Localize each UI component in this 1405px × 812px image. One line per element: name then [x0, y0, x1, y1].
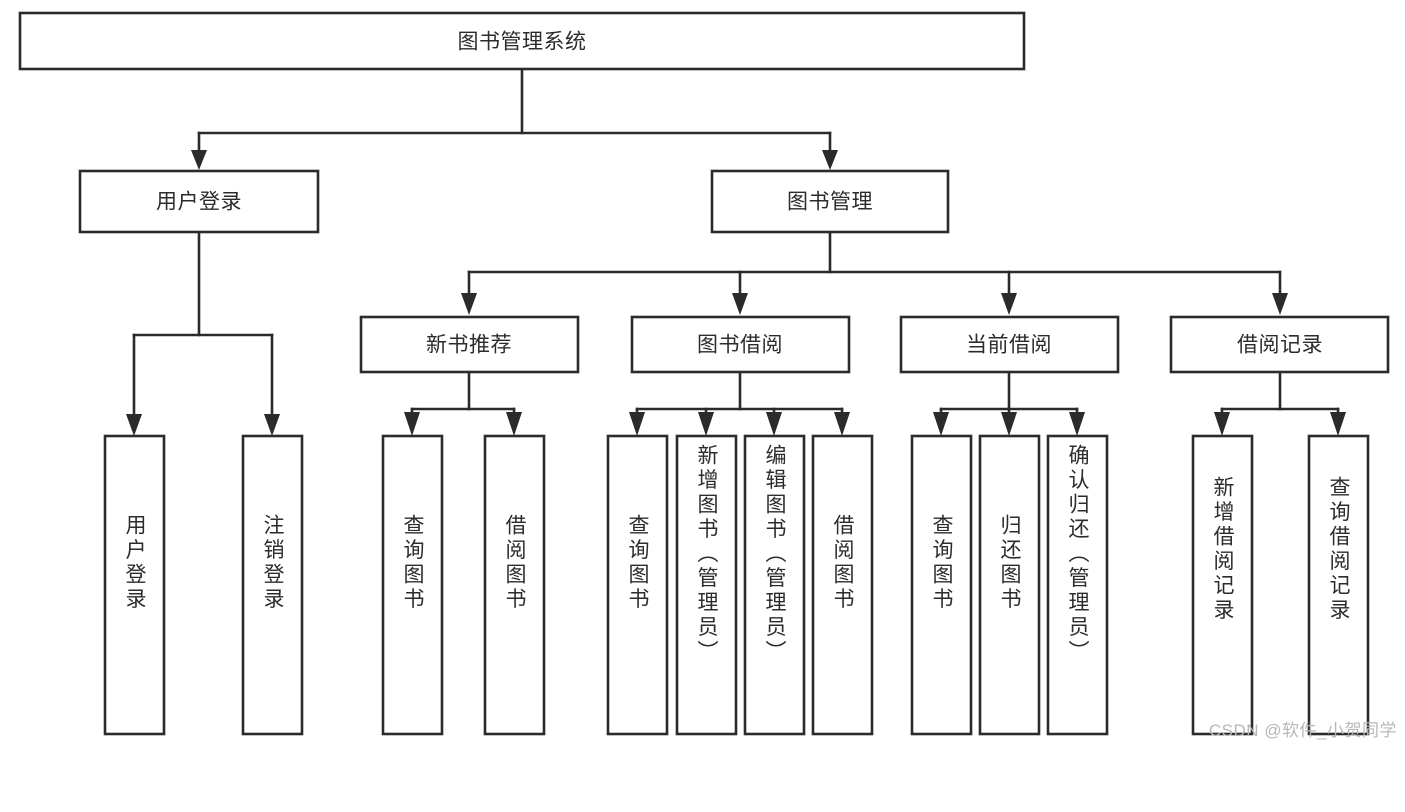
arrowhead-br-leaf-1	[1214, 412, 1230, 436]
leaf-box-nbr-2[interactable]	[483, 434, 546, 736]
node-box-book-borrow[interactable]	[630, 315, 851, 374]
node-box-book-manage[interactable]	[710, 169, 950, 234]
connector-group-book-borrow	[629, 370, 850, 436]
connector-group-root	[191, 67, 838, 170]
arrowhead-book-borrow	[732, 293, 748, 315]
connector-group-current-borrow	[933, 370, 1085, 436]
node-label-new-book-recommend: 新书推荐	[426, 334, 512, 357]
node-label-current-borrow: 当前借阅	[966, 334, 1052, 357]
arrowhead-current-borrow	[1001, 293, 1017, 315]
node-box-new-book-recommend[interactable]	[359, 315, 580, 374]
arrowhead-leaf-user-login-1	[126, 414, 142, 436]
arrowhead-cb-leaf-2	[1001, 412, 1017, 436]
arrowhead-new-book-recommend	[461, 293, 477, 315]
connector-group-borrow-record	[1214, 370, 1346, 436]
node-box-current-borrow[interactable]	[899, 315, 1120, 374]
node-box-user-login[interactable]	[78, 169, 320, 234]
arrowhead-bb-leaf-3	[766, 412, 782, 436]
node-label-root: 图书管理系统	[458, 31, 587, 54]
leaf-box-br-2[interactable]	[1307, 434, 1370, 736]
leaf-box-bb-2[interactable]	[675, 434, 738, 736]
watermark-text: CSDN @软件_小贺同学	[1208, 721, 1397, 740]
node-label-book-borrow: 图书借阅	[697, 334, 783, 357]
leaf-box-bb-3[interactable]	[743, 434, 806, 736]
leaf-box-cb-3[interactable]	[1046, 434, 1109, 736]
arrowhead-bb-leaf-1	[629, 412, 645, 436]
connector-group-user-login	[126, 230, 280, 436]
arrowhead-nbr-leaf-1	[404, 412, 420, 436]
node-box-root[interactable]	[18, 11, 1026, 71]
leaf-box-br-1[interactable]	[1191, 434, 1254, 736]
node-label-borrow-record: 借阅记录	[1237, 334, 1323, 357]
arrowhead-nbr-leaf-2	[506, 412, 522, 436]
arrowhead-leaf-user-login-2	[264, 414, 280, 436]
connector-group-new-book-recommend	[404, 370, 522, 436]
arrowhead-cb-leaf-1	[933, 412, 949, 436]
arrowhead-bb-leaf-2	[698, 412, 714, 436]
arrowhead-cb-leaf-3	[1069, 412, 1085, 436]
diagram-canvas-root: 图书管理系统 用户登录 图书管理 新书推荐 图书借阅 当前借阅 借阅记录	[18, 11, 1397, 740]
node-box-borrow-record[interactable]	[1169, 315, 1390, 374]
leaf-box-bb-1[interactable]	[606, 434, 669, 736]
arrowhead-br-leaf-2	[1330, 412, 1346, 436]
leaf-box-user-login-1[interactable]	[103, 434, 166, 736]
diagram-svg: 图书管理系统 用户登录 图书管理 新书推荐 图书借阅 当前借阅 借阅记录	[18, 11, 1390, 736]
leaf-box-nbr-1[interactable]	[381, 434, 444, 736]
node-label-book-manage: 图书管理	[787, 191, 873, 214]
arrowhead-borrow-record	[1272, 293, 1288, 315]
arrowhead-user-login	[191, 150, 207, 170]
arrowhead-bb-leaf-4	[834, 412, 850, 436]
leaf-box-user-login-2[interactable]	[241, 434, 304, 736]
leaf-box-cb-1[interactable]	[910, 434, 973, 736]
connector-group-book-manage	[461, 230, 1288, 315]
node-label-user-login: 用户登录	[156, 191, 242, 214]
arrowhead-book-manage	[822, 150, 838, 170]
leaf-box-bb-4[interactable]	[811, 434, 874, 736]
leaf-box-cb-2[interactable]	[978, 434, 1041, 736]
